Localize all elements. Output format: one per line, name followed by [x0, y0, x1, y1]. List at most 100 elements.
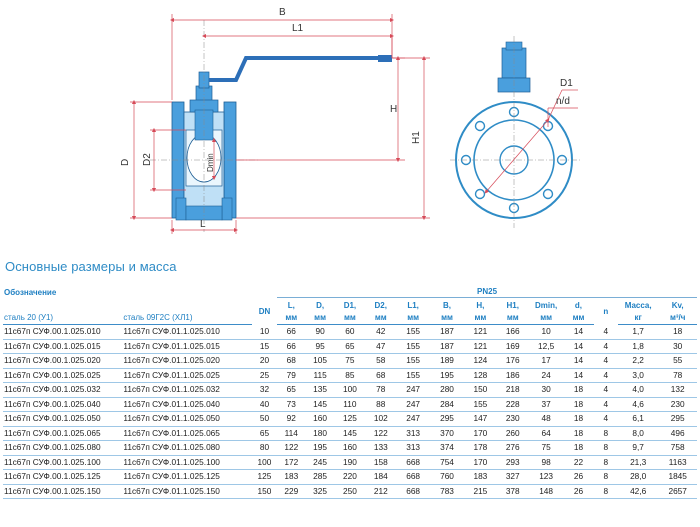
table-cell: 80: [251, 440, 278, 456]
table-cell: 155: [396, 368, 430, 383]
table-cell: 18: [563, 411, 594, 427]
table-cell: 230: [496, 411, 529, 427]
table-cell: 14: [563, 324, 594, 340]
table-cell: 160: [305, 411, 335, 427]
table-cell: 4: [593, 353, 618, 369]
table-cell: 145: [334, 426, 366, 441]
table-cell: 73: [277, 397, 306, 412]
table-cell: 50: [251, 411, 278, 427]
table-cell: 85: [334, 368, 366, 383]
table-cell: 11с67п СУФ.01.1.025.015: [122, 339, 252, 354]
table-cell: 14: [563, 368, 594, 383]
table-cell: 4: [593, 368, 618, 383]
table-cell: 125: [334, 411, 366, 427]
table-cell: 128: [464, 368, 497, 383]
table-cell: 11с67п СУФ.00.1.025.010: [3, 324, 123, 340]
table-cell: 68: [277, 353, 306, 369]
table-cell: 11с67п СУФ.01.1.025.025: [122, 368, 252, 383]
table-cell: 2657: [658, 484, 697, 499]
label-Dmin: Dmin: [206, 153, 215, 172]
table-cell: 133: [365, 440, 397, 456]
table-cell: 40: [251, 397, 278, 412]
table-cell: 11с67п СУФ.01.1.025.020: [122, 353, 252, 369]
label-D1: D1: [560, 78, 573, 89]
table-cell: 4: [593, 339, 618, 354]
table-cell: 758: [658, 440, 697, 456]
table-header-row-2: DN L, D, D1, D2, L1, B, H, H1, Dmin, d, …: [3, 298, 697, 316]
table-cell: 8: [593, 484, 618, 499]
table-cell: 124: [464, 353, 497, 369]
table-cell: 4: [593, 411, 618, 427]
label-H1: H1: [411, 131, 422, 144]
table-cell: 150: [251, 484, 278, 499]
table-cell: 18: [563, 426, 594, 441]
table-cell: 66: [277, 339, 306, 354]
table-cell: 186: [496, 368, 529, 383]
table-cell: 325: [305, 484, 335, 499]
table-cell: 42: [365, 324, 397, 340]
section-title: Основные размеры и масса: [5, 259, 177, 274]
table-cell: 11с67п СУФ.00.1.025.065: [3, 426, 123, 441]
table-cell: 178: [464, 440, 497, 456]
table-cell: 158: [365, 455, 397, 470]
table-cell: 21,3: [617, 455, 659, 470]
header-L1: L1,: [407, 300, 419, 310]
table-cell: 148: [528, 484, 564, 499]
table-cell: 30: [528, 382, 564, 398]
table-cell: 8: [593, 455, 618, 470]
table-cell: 760: [429, 469, 465, 485]
table-cell: 11с67п СУФ.00.1.025.032: [3, 382, 123, 398]
table-cell: 18: [563, 440, 594, 456]
table-cell: 110: [334, 397, 366, 412]
table-cell: 115: [305, 368, 335, 383]
table-cell: 98: [528, 455, 564, 470]
table-header-row-3: сталь 20 (У1) сталь 09Г2С (ХЛ1) мм мм мм…: [3, 312, 697, 325]
dimensions-table: Обозначение PN25 DN L, D, D1, D2, L1, B,…: [3, 285, 697, 499]
unit-B: мм: [429, 312, 465, 325]
table-cell: 75: [528, 440, 564, 456]
table-cell: 147: [464, 411, 497, 427]
table-cell: 378: [496, 484, 529, 499]
table-cell: 90: [305, 324, 335, 340]
table-cell: 176: [496, 353, 529, 369]
table-cell: 65: [334, 339, 366, 354]
label-D2: D2: [142, 153, 153, 166]
header-kv: Kv,: [671, 300, 684, 310]
table-cell: 48: [528, 411, 564, 427]
table-cell: 15: [251, 339, 278, 354]
header-H: H,: [476, 300, 485, 310]
table-cell: 11с67п СУФ.01.1.025.050: [122, 411, 252, 427]
table-cell: 30: [658, 339, 697, 354]
table-cell: 88: [365, 397, 397, 412]
table-cell: 183: [277, 469, 306, 485]
table-cell: 122: [277, 440, 306, 456]
table-cell: 1163: [658, 455, 697, 470]
label-L1: L1: [292, 23, 304, 34]
table-cell: 11с67п СУФ.01.1.025.125: [122, 469, 252, 485]
table-cell: 313: [396, 426, 430, 441]
table-cell: 60: [334, 324, 366, 340]
table-cell: 187: [429, 339, 465, 354]
dimension-labels: B L1 H H1 D D2 Dmin L: [120, 7, 422, 230]
table-cell: 668: [396, 469, 430, 485]
table-cell: 11с67п СУФ.01.1.025.032: [122, 382, 252, 398]
table-cell: 14: [563, 339, 594, 354]
table-cell: 135: [305, 382, 335, 398]
table-cell: 220: [334, 469, 366, 485]
header-Dmin: Dmin,: [535, 300, 558, 310]
table-cell: 155: [396, 339, 430, 354]
header-B: B,: [443, 300, 451, 310]
table-cell: 78: [365, 382, 397, 398]
table-cell: 668: [396, 484, 430, 499]
table-cell: 668: [396, 455, 430, 470]
unit-kv: м³/ч: [658, 312, 697, 325]
table-cell: 293: [496, 455, 529, 470]
table-cell: 247: [396, 411, 430, 427]
